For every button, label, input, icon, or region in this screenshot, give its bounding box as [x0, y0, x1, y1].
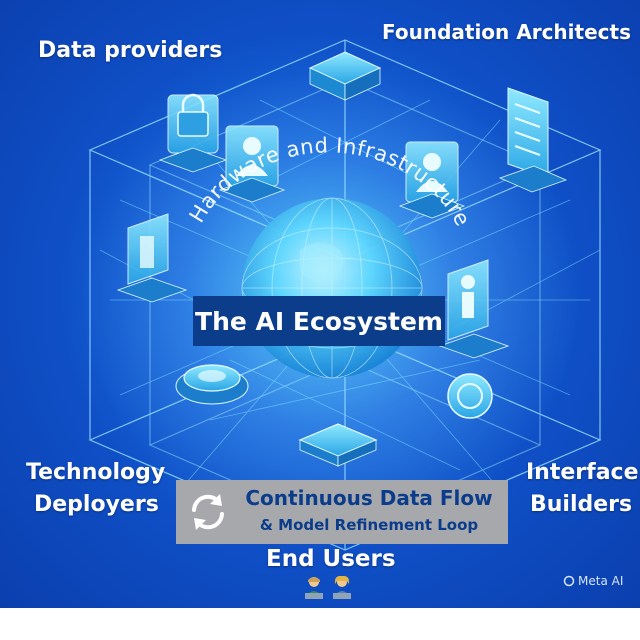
- technology-deployers-label-line1: Technology: [26, 460, 166, 485]
- user-with-laptop-icon: [333, 576, 351, 599]
- technology-deployers-label-line2: Deployers: [34, 492, 159, 517]
- lock-node: [158, 93, 228, 173]
- center-title: The AI Ecosystem: [193, 296, 445, 346]
- ring-icon: [563, 575, 575, 587]
- doorway-node: [116, 213, 188, 303]
- data-flow-panel: Continuous Data Flow & Model Refinement …: [176, 480, 508, 544]
- interface-builders-label-line1: Interface: [526, 460, 639, 485]
- ecosystem-illustration: Hardware and Infrastructure Data provide…: [0, 0, 640, 608]
- watermark-text: Meta AI: [578, 574, 624, 588]
- data-flow-title: Continuous Data Flow: [245, 486, 493, 510]
- meta-ai-watermark: Meta AI: [563, 574, 623, 588]
- server-node-top: [308, 51, 382, 101]
- server-rack-node: [498, 87, 568, 193]
- globe: [241, 197, 423, 379]
- person-node-left: [218, 125, 286, 203]
- user-with-laptop-icon: [305, 577, 323, 599]
- figure-node: [438, 259, 510, 359]
- interface-builders-label-line2: Builders: [530, 492, 633, 517]
- model-refinement-subtitle: & Model Refinement Loop: [259, 516, 479, 534]
- chip-node: [298, 423, 378, 467]
- end-users-label: End Users: [266, 546, 396, 572]
- refresh-cycle-icon: [192, 494, 224, 530]
- gauge-node: [447, 373, 493, 419]
- end-users-icons: [303, 576, 353, 600]
- disc-node: [175, 364, 249, 405]
- data-providers-label: Data providers: [38, 38, 223, 63]
- foundation-architects-label: Foundation Architects: [382, 20, 631, 44]
- person-node-right: [398, 141, 466, 219]
